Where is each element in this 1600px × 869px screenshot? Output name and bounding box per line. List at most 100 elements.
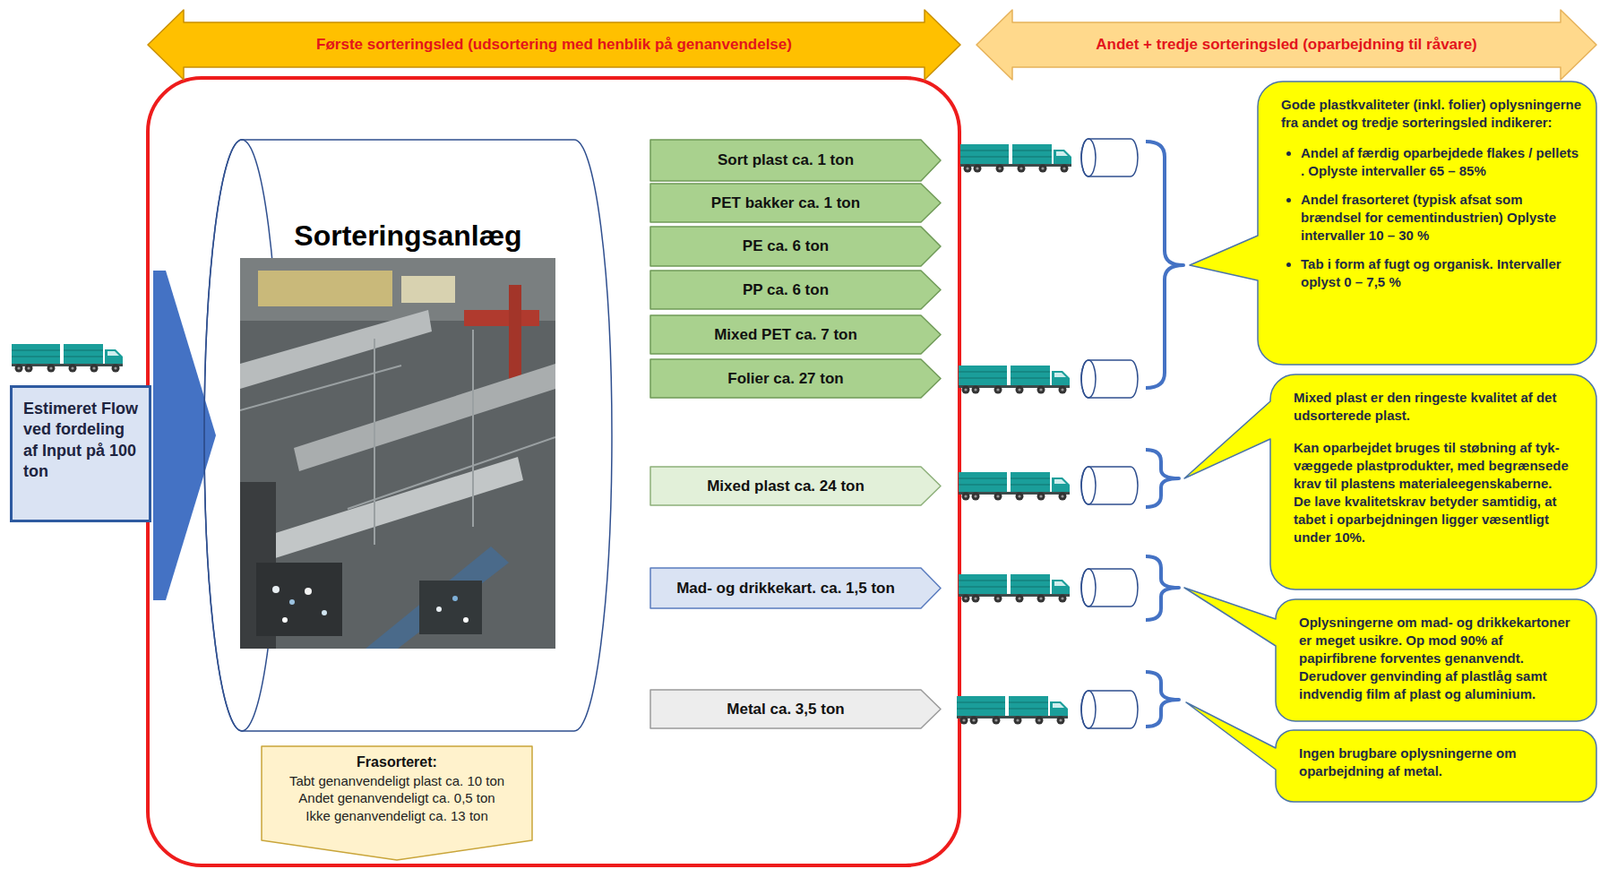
fraction-arrow-shape: [650, 226, 941, 267]
truck-icon: [958, 472, 1070, 501]
note-callout-shape: [1184, 587, 1597, 722]
sorting-plant-photo: [240, 258, 556, 649]
truck-icon: [958, 365, 1070, 395]
note-callout-shape: [1186, 702, 1597, 802]
fraction-arrow: PET bakker ca. 1 ton: [650, 183, 941, 223]
fraction-arrow: Sort plast ca. 1 ton: [650, 139, 941, 181]
bracket: [1145, 141, 1184, 388]
sorting-plant-shape: [204, 139, 612, 732]
rejects-text: Ikke genanvendeligt ca. 13 ton: [270, 807, 524, 826]
input-label: Estimeret Flow ved fordeling af Input på…: [23, 398, 140, 483]
fraction-arrow: Metal ca. 3,5 ton: [650, 689, 941, 729]
rejects-text: Andet genanvendeligt ca. 0,5 ton: [270, 789, 524, 808]
fraction-label: Mixed PET ca. 7 ton: [713, 326, 858, 345]
bullet-item: Andel af færdig oparbejdede flakes / pel…: [1300, 144, 1584, 181]
bullet-list: Andel af færdig oparbejdede flakes / pel…: [1281, 144, 1584, 292]
rejects-box: Frasorteret:Tabt genanvendeligt plast ca…: [261, 746, 533, 861]
sorting-plant: Sorteringsanlæg: [204, 139, 612, 732]
note-callout-shape: [1184, 374, 1597, 590]
fraction-label: PET bakker ca. 1 ton: [711, 194, 861, 213]
bracket: [1145, 671, 1179, 727]
fraction-label: PP ca. 6 ton: [742, 281, 829, 300]
fraction-label: Mixed plast ca. 24 ton: [706, 477, 865, 496]
text-holder: Andet + tredje sorteringsled (oparbejdni…: [1095, 35, 1478, 54]
stage-label: Andet + tredje sorteringsled (oparbejdni…: [1095, 35, 1478, 54]
text-holder: Frasorteret:Tabt genanvendeligt plast ca…: [261, 746, 533, 828]
fraction-arrow-shape: [650, 183, 941, 223]
text-holder: Sorteringsanlæg: [204, 218, 612, 253]
note-text: Andel frasorteret (typisk afsat som bræn…: [1300, 191, 1557, 243]
text-holder: Mad- og drikkekart. ca. 1,5 ton: [676, 579, 895, 598]
fraction-arrow: Folier ca. 27 ton: [650, 359, 941, 398]
stage-label: Første sorteringsled (udsortering med he…: [316, 35, 792, 54]
text-holder: Sort plast ca. 1 ton: [717, 151, 854, 170]
fraction-arrow: Mixed plast ca. 24 ton: [650, 466, 941, 506]
input-box: Estimeret Flow ved fordeling af Input på…: [9, 385, 152, 523]
note-text: Ingen brugbare oplysningerne om oparbejd…: [1298, 744, 1584, 781]
fraction-label: PE ca. 6 ton: [742, 237, 829, 256]
text-holder: Mixed PET ca. 7 ton: [713, 326, 858, 345]
text-holder: Gode plastkvaliteter (inkl. folier) oply…: [1257, 81, 1597, 303]
truck-icon: [956, 696, 1068, 725]
text-holder: Mixed plast ca. 24 ton: [706, 477, 865, 496]
stage-band: Andet + tredje sorteringsled (oparbejdni…: [976, 9, 1597, 80]
fraction-arrow-shape: [650, 567, 941, 609]
fraction-arrow: PP ca. 6 ton: [650, 270, 941, 310]
container-icon: [1081, 138, 1138, 177]
note-text: De lave kvalitetskrav betyder samtidig, …: [1293, 492, 1584, 547]
fraction-label: Mad- og drikkekart. ca. 1,5 ton: [676, 579, 895, 598]
fraction-arrow-shape: [650, 466, 941, 506]
fraction-arrow-shape: [650, 315, 941, 354]
note-text: Mixed plast er den ringeste kvalitet af …: [1293, 388, 1584, 425]
fraction-arrow: PE ca. 6 ton: [650, 226, 941, 267]
text-holder: Metal ca. 3,5 ton: [726, 700, 844, 719]
truck-icon: [958, 574, 1070, 603]
plant-title: Sorteringsanlæg: [204, 218, 612, 253]
fraction-arrow-shape: [650, 270, 941, 310]
text-holder: PP ca. 6 ton: [742, 281, 829, 300]
bracket: [1145, 556, 1179, 620]
fraction-arrow: Mad- og drikkekart. ca. 1,5 ton: [650, 567, 941, 609]
truck-icon: [11, 344, 123, 373]
fraction-label: Metal ca. 3,5 ton: [726, 700, 844, 719]
fraction-arrow: Mixed PET ca. 7 ton: [650, 315, 941, 354]
note-text: Andel af færdig oparbejdede flakes / pel…: [1300, 145, 1579, 179]
bracket: [1145, 449, 1179, 508]
text-holder: Folier ca. 27 ton: [727, 369, 844, 388]
fraction-label: Folier ca. 27 ton: [727, 369, 844, 388]
stage-band-shape: [976, 9, 1597, 80]
bullet-item: Tab i form af fugt og organisk. Interval…: [1300, 255, 1584, 292]
container-icon: [1081, 466, 1138, 505]
text-holder: Estimeret Flow ved fordeling af Input på…: [12, 387, 149, 492]
text-holder: PE ca. 6 ton: [742, 237, 829, 256]
container-icon: [1081, 690, 1138, 729]
note-callout: Gode plastkvaliteter (inkl. folier) oply…: [1257, 81, 1597, 365]
note-text: Tab i form af fugt og organisk. Interval…: [1300, 256, 1562, 290]
note-callout: Ingen brugbare oplysningerne om oparbejd…: [1275, 730, 1597, 802]
note-text: Gode plastkvaliteter (inkl. folier) oply…: [1281, 95, 1584, 132]
stage-band: Første sorteringsled (udsortering med he…: [147, 9, 961, 80]
first-stage-region: [147, 77, 960, 866]
note-callout: Mixed plast er den ringeste kvalitet af …: [1270, 374, 1597, 590]
text-holder: Oplysningerne om mad- og drikkekartoner …: [1275, 599, 1597, 716]
note-text: Kan oparbejdet bruges til støbning af ty…: [1293, 438, 1584, 493]
fraction-label: Sort plast ca. 1 ton: [717, 151, 854, 170]
fraction-arrow-shape: [650, 689, 941, 729]
text-holder: Ingen brugbare oplysningerne om oparbejd…: [1275, 730, 1597, 793]
rejects-text: Frasorteret:: [270, 753, 524, 773]
rejects-box-shape: [261, 746, 533, 861]
rejects-text: Tabt genanvendeligt plast ca. 10 ton: [270, 772, 524, 791]
bullet-item: Andel frasorteret (typisk afsat som bræn…: [1300, 190, 1584, 245]
fraction-arrow-shape: [650, 359, 941, 398]
stage-band-shape: [147, 9, 961, 80]
text-holder: Mixed plast er den ringeste kvalitet af …: [1270, 374, 1597, 560]
container-icon: [1081, 568, 1138, 607]
note-callout-shape: [1189, 81, 1597, 365]
text-holder: Første sorteringsled (udsortering med he…: [316, 35, 792, 54]
note-text: Oplysningerne om mad- og drikkekartoner …: [1298, 613, 1584, 704]
truck-icon: [960, 144, 1072, 173]
fraction-arrow-shape: [650, 139, 941, 181]
note-callout: Oplysningerne om mad- og drikkekartoner …: [1275, 599, 1597, 722]
container-icon: [1081, 360, 1138, 398]
